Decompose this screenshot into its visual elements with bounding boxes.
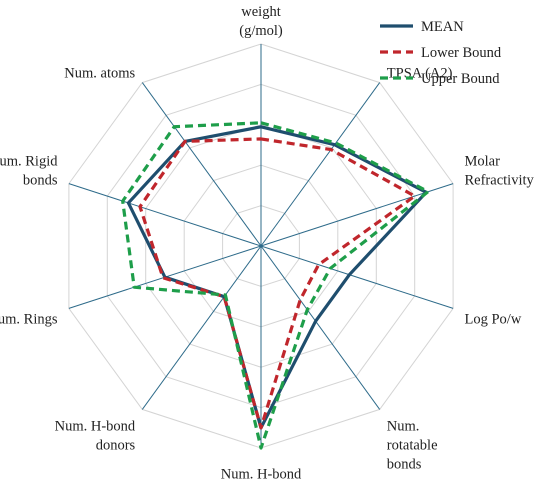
axis-label-line: Num. H-bond <box>221 466 302 482</box>
spoke-2 <box>260 183 454 247</box>
axis-label-5: Num. H-bondacceptors <box>221 466 302 484</box>
axis-label-line: Num. Rings <box>0 312 58 328</box>
spoke-6 <box>141 245 262 410</box>
spoke-9 <box>141 82 262 247</box>
series-lower-bound <box>138 137 417 430</box>
axis-label-0: Molecular weight (g/mol) <box>231 0 291 39</box>
axis-label-line: Molecular <box>231 0 291 1</box>
axis-label-line: Refractivity <box>465 173 535 189</box>
legend-label-upper-bound: Upper Bound <box>421 71 500 87</box>
legend-label-mean: MEAN <box>421 19 464 35</box>
spoke-4 <box>260 245 381 410</box>
axis-label-6: Num. H-bond donors <box>55 419 136 454</box>
axis-label-line: bonds <box>23 173 58 189</box>
axis-label-line: weight <box>241 4 280 20</box>
axis-label-line: Log Po/w <box>465 312 522 328</box>
spoke-1 <box>260 82 381 247</box>
axis-label-9: Num. atoms <box>64 66 135 82</box>
axis-label-line: Num. H-bond <box>55 419 136 435</box>
axis-label-line: rotatable <box>387 438 438 454</box>
axis-label-line: TPSA (A2) <box>387 66 453 82</box>
axis-label-line: Num. Rigid <box>0 154 58 170</box>
spoke-8 <box>68 183 262 247</box>
series-mean <box>126 125 428 430</box>
radar-series <box>121 121 430 450</box>
legend-label-lower-bound: Lower Bound <box>421 45 502 61</box>
axis-labels: Molecular weight (g/mol) TPSA (A2) MolarRefr… <box>0 0 535 484</box>
series-upper-bound <box>121 121 430 450</box>
axis-label-1: TPSA (A2) <box>387 66 453 82</box>
axis-label-line: (g/mol) <box>239 23 283 39</box>
axis-label-line: Num. atoms <box>64 66 135 82</box>
axis-label-line: bonds <box>387 457 422 473</box>
axis-label-8: Num. Rigid bonds <box>0 154 58 189</box>
axis-label-4: Num. rotatable bonds <box>387 419 438 473</box>
spoke-3 <box>260 245 454 309</box>
axis-label-line: donors <box>96 438 136 454</box>
axis-label-3: Log Po/w <box>465 312 522 328</box>
axis-label-line: Molar <box>465 154 501 170</box>
axis-label-7: Num. Rings <box>0 312 58 328</box>
axis-label-line: Num. <box>387 419 420 435</box>
